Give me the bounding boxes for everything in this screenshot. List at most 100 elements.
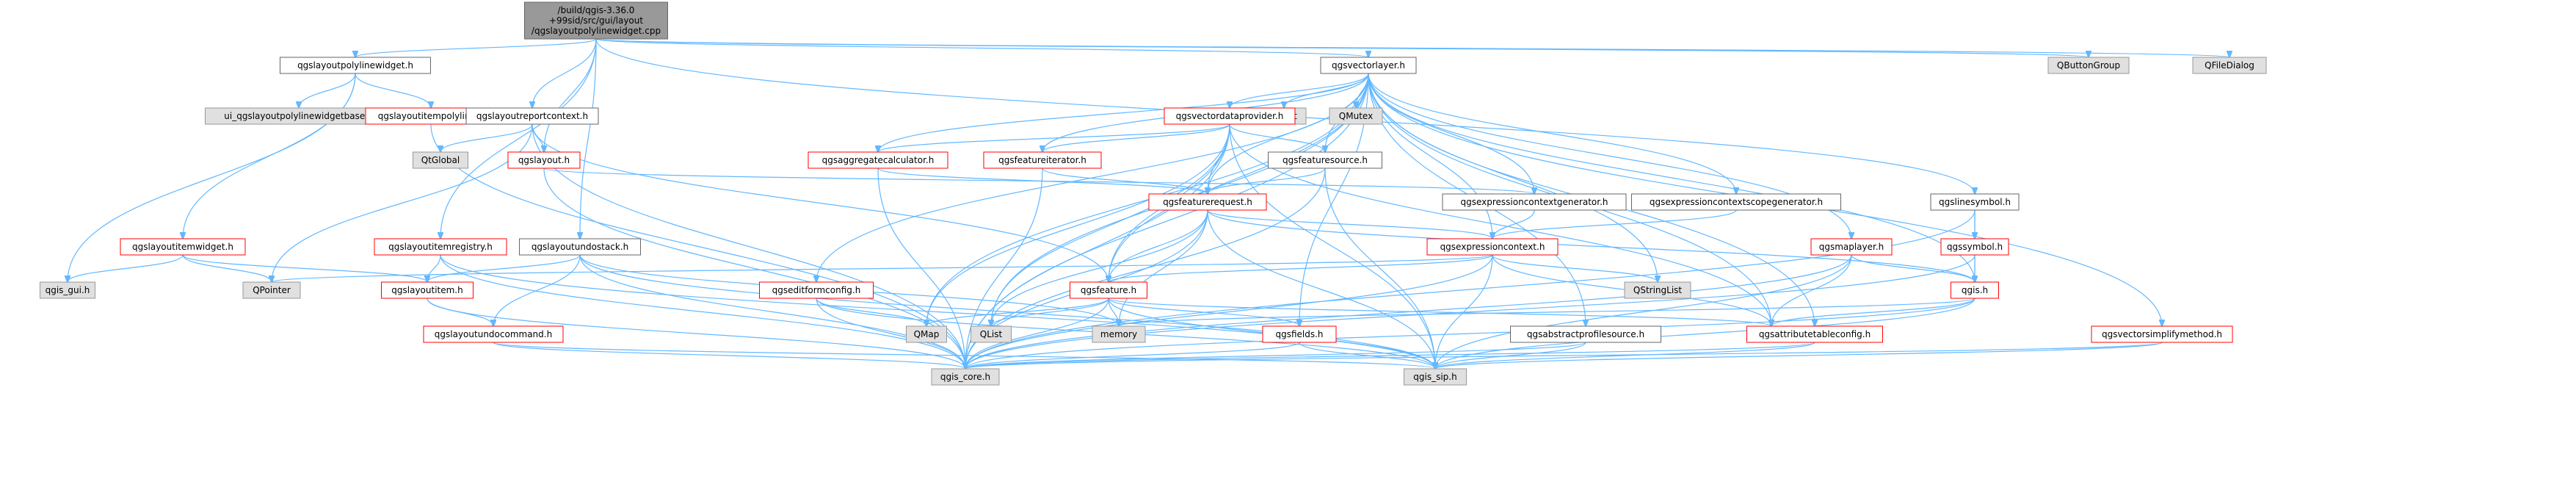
node-qgslayoutreportcontext_h[interactable]: qgslayoutreportcontext.h	[465, 107, 599, 125]
edge-qgsfeaturesource_h-to-qgsfeaturerequest_h	[1208, 168, 1326, 194]
node-qgslayoutitemwidget_h[interactable]: qgslayoutitemwidget.h	[120, 238, 246, 256]
node-label: QStringList	[1633, 285, 1683, 295]
edge-qgsaggregatecalculator_h-to-qgsfeaturerequest_h	[877, 168, 1208, 194]
edge-qgsexpressioncontext_h-to-QStringList	[1492, 254, 1658, 282]
node-qgslayoutitemregistry_h[interactable]: qgslayoutitemregistry.h	[374, 238, 507, 256]
node-qgis_h[interactable]: qgis.h	[1951, 281, 1999, 299]
node-label: qgsattributetableconfig.h	[1759, 329, 1871, 339]
node-qgslayoutundostack_h[interactable]: qgslayoutundostack.h	[519, 238, 641, 256]
node-label: qgsfields.h	[1275, 329, 1323, 339]
node-qgsvectorsimplifymethod_h[interactable]: qgsvectorsimplifymethod.h	[2091, 325, 2233, 343]
node-qgsvectordataprovider_h[interactable]: qgsvectordataprovider.h	[1164, 107, 1296, 125]
node-label: QButtonGroup	[2057, 60, 2120, 71]
node-qgseditformconfig_h[interactable]: qgseditformconfig.h	[759, 281, 874, 299]
node-box	[970, 325, 1012, 343]
node-label: qgsfeatureiterator.h	[998, 155, 1086, 165]
node-memory[interactable]: memory	[1092, 325, 1146, 343]
edge-qgsvectordataprovider_h-to-qgsfeaturesource_h	[1229, 123, 1325, 152]
node-qgsfeaturesource_h[interactable]: qgsfeaturesource.h	[1268, 151, 1382, 169]
edge-qgseditformconfig_h-to-qgis_core_h	[816, 298, 965, 369]
node-box	[759, 281, 874, 299]
node-qgsexpressioncontextgenerator_h[interactable]: qgsexpressioncontextgenerator.h	[1442, 193, 1627, 211]
node-QButtonGroup[interactable]: QButtonGroup	[2047, 57, 2130, 74]
node-qgsexpressioncontextscopegenerator_h[interactable]: qgsexpressioncontextscopegenerator.h	[1631, 193, 1841, 211]
node-box	[1320, 57, 1417, 74]
node-label: qgsabstractprofilesource.h	[1527, 329, 1644, 339]
node-box	[524, 1, 668, 40]
edge-qgsvectordataprovider_h-to-qgsfeatureiterator_h	[1042, 123, 1230, 152]
node-box	[983, 151, 1102, 169]
node-qgis_sip_h[interactable]: qgis_sip.h	[1404, 368, 1467, 386]
node-qgsfeaturerequest_h[interactable]: qgsfeaturerequest.h	[1148, 193, 1267, 211]
node-box	[1624, 281, 1691, 299]
node-label: qgslinesymbol.h	[1939, 197, 2011, 207]
node-QMap[interactable]: QMap	[906, 325, 947, 343]
node-box	[2091, 325, 2233, 343]
node-qgsabstractprofilesource_h[interactable]: qgsabstractprofilesource.h	[1510, 325, 1661, 343]
node-label: qgseditformconfig.h	[772, 285, 861, 295]
node-QFileDialog[interactable]: QFileDialog	[2192, 57, 2267, 74]
edge-qgsvectordataprovider_h-to-QList	[991, 123, 1230, 326]
node-box	[1329, 107, 1383, 125]
edge-qgsfeaturerequest_h-to-qgsexpressioncontext_h	[1207, 209, 1492, 239]
edge-qgslayoutpolylinewidget_h-to-qgslayoutitempolyline_h	[355, 73, 431, 108]
edge-qgslayoutundocommand_h-to-qgis_core_h	[493, 342, 965, 369]
edge-qgsvectorlayer_h-to-qgsaggregatecalculator_h	[878, 73, 1369, 152]
edge-qgsfeature_h-to-QMap	[926, 298, 1109, 326]
node-qgsmaplayer_h[interactable]: qgsmaplayer.h	[1810, 238, 1893, 256]
edge-qgslinesymbol_h-to-qgis_core_h	[965, 209, 1975, 369]
node-box	[1268, 151, 1382, 169]
node-QMutex[interactable]: QMutex	[1329, 107, 1383, 125]
node-label: qgis_sip.h	[1413, 372, 1456, 382]
node-box	[1510, 325, 1661, 343]
edge-qgslayoutreportcontext_h-to-qgis_core_h	[531, 123, 965, 369]
node-box	[931, 368, 1000, 386]
edge-qgsvectorsimplifymethod_h-to-qgis_core_h	[965, 342, 2163, 369]
edge-qgsfeatureiterator_h-to-qgis_core_h	[965, 168, 1043, 369]
node-qgslayout_h[interactable]: qgslayout.h	[507, 151, 581, 169]
node-label: qgsfeaturesource.h	[1282, 155, 1368, 165]
node-box	[906, 325, 947, 343]
edge-qgsvectordataprovider_h-to-qgis_core_h	[965, 123, 1230, 369]
node-qgis_gui_h[interactable]: qgis_gui.h	[40, 281, 95, 299]
node-QPointer[interactable]: QPointer	[242, 281, 301, 299]
node-box	[1404, 368, 1467, 386]
node-qgsattributetableconfig_h[interactable]: qgsattributetableconfig.h	[1746, 325, 1883, 343]
node-qgslinesymbol_h[interactable]: qgslinesymbol.h	[1930, 193, 2020, 211]
node-label: qgis.h	[1962, 285, 1988, 295]
node-label: qgsvectordataprovider.h	[1176, 111, 1284, 121]
edge-qgslayoutundostack_h-to-qgslayoutitem_h	[427, 254, 581, 282]
node-label: qgsexpressioncontextgenerator.h	[1460, 197, 1608, 207]
edge-qgsfeaturerequest_h-to-qgis_h	[1207, 209, 1975, 282]
edge-qgseditformconfig_h-to-QMap	[816, 298, 926, 326]
node-box	[1951, 281, 1999, 299]
node-qgsfeature_h[interactable]: qgsfeature.h	[1070, 281, 1147, 299]
edge-qgsfeatureiterator_h-to-qgsfeaturerequest_h	[1042, 168, 1208, 194]
node-qgsfields_h[interactable]: qgsfields.h	[1262, 325, 1337, 343]
node-box	[1442, 193, 1627, 211]
node-box	[1746, 325, 1883, 343]
node-qgis_core_h[interactable]: qgis_core.h	[931, 368, 1000, 386]
edge-qgsattributetableconfig_h-to-qgis_core_h	[965, 342, 1815, 369]
node-box	[1930, 193, 2020, 211]
node-QStringList[interactable]: QStringList	[1624, 281, 1691, 299]
node-ui_base[interactable]: ui_qgslayoutpolylinewidgetbase.h	[205, 107, 393, 125]
edge-qgslayoutundostack_h-to-qgis_sip_h	[579, 254, 1435, 369]
node-qgsfeatureiterator_h[interactable]: qgsfeatureiterator.h	[983, 151, 1102, 169]
edge-qgis_h-to-QSet	[1771, 298, 1975, 326]
node-qgssymbol_h[interactable]: qgssymbol.h	[1940, 238, 2009, 256]
edge-qgslayoutitemwidget_h-to-QPointer	[182, 254, 272, 282]
node-qgsvectorlayer_h[interactable]: qgsvectorlayer.h	[1320, 57, 1417, 74]
node-label: QPointer	[253, 285, 291, 295]
node-qgslayoutpolylinewidget_h[interactable]: qgslayoutpolylinewidget.h	[280, 57, 431, 74]
node-qgslayoutundocommand_h[interactable]: qgslayoutundocommand.h	[423, 325, 564, 343]
node-qgslayoutitem_h[interactable]: qgslayoutitem.h	[381, 281, 474, 299]
edge-qgsfeature_h-to-qgsfields_h	[1108, 298, 1299, 326]
node-QList[interactable]: QList	[970, 325, 1012, 343]
node-qgsaggregatecalculator_h[interactable]: qgsaggregatecalculator.h	[808, 151, 948, 169]
edge-root-to-qgslayoutpolylinewidget_h	[355, 38, 597, 57]
node-QtGlobal[interactable]: QtGlobal	[413, 151, 468, 169]
node-qgsexpressioncontext_h[interactable]: qgsexpressioncontext.h	[1426, 238, 1559, 256]
edge-qgslayoutreportcontext_h-to-QtGlobal	[440, 123, 533, 152]
